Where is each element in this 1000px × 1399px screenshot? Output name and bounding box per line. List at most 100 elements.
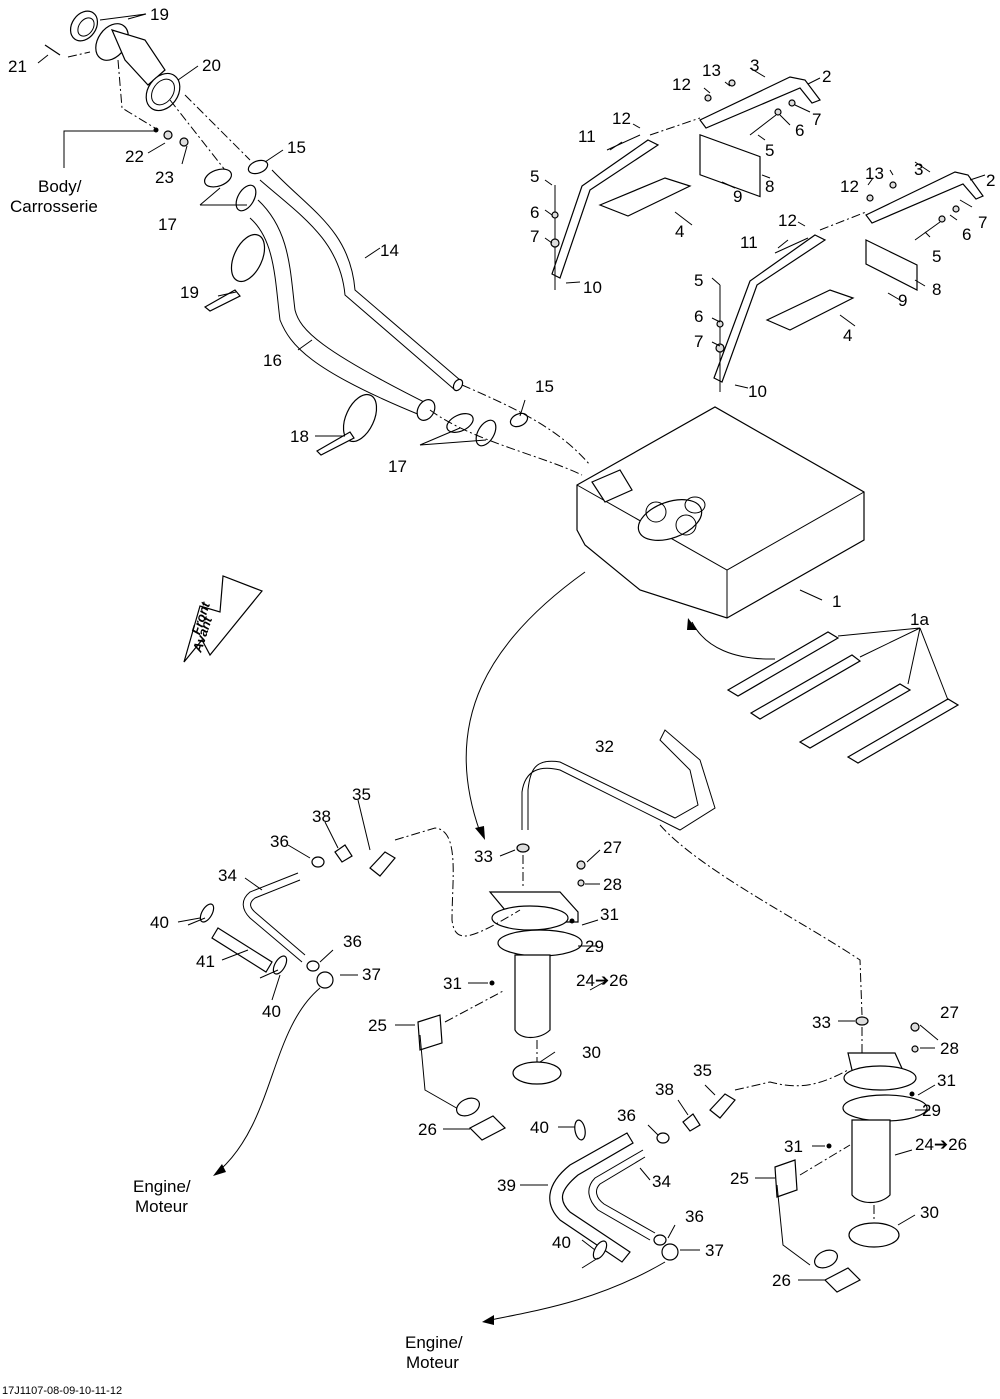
drawing-code: 17J1107-08-09-10-11-12 [2, 1385, 122, 1397]
part-sleeve-41[interactable] [211, 927, 273, 973]
leader-lines [37, 13, 986, 1281]
callout-17: 17 [158, 215, 177, 234]
body-note-line2: Carrosserie [10, 197, 98, 216]
callout-1a: 1a [910, 610, 929, 629]
part-screw-21[interactable] [44, 44, 61, 56]
callout-28: 28 [603, 875, 622, 894]
callout-9: 9 [733, 187, 742, 206]
part-pump-body-24[interactable] [514, 954, 551, 1039]
hose-group [203, 169, 591, 476]
part-strap-3b[interactable] [865, 171, 984, 224]
part-clamp-36c[interactable] [656, 1132, 670, 1144]
callout-7: 7 [812, 110, 821, 129]
part-clamp-17c[interactable] [444, 410, 476, 436]
part-connector-35[interactable] [369, 851, 396, 877]
part-clamp-15[interactable] [247, 158, 270, 176]
part-pump-body-24b[interactable] [851, 1119, 891, 1204]
part-hose-34[interactable] [242, 872, 306, 963]
part-plate-8b[interactable] [865, 239, 918, 291]
part-clamp-33[interactable] [516, 843, 530, 853]
callout-29: 29 [585, 937, 604, 956]
part-hose-16[interactable] [249, 199, 431, 416]
part-strap-3[interactable] [699, 76, 821, 129]
pump-assembly-b [774, 1016, 928, 1293]
part-plate-8[interactable] [699, 133, 761, 198]
part-cable-tie-40d[interactable] [581, 1239, 609, 1269]
part-lock-ring-30b[interactable] [848, 1222, 900, 1248]
part-pad-4[interactable] [598, 177, 692, 217]
part-gasket-29[interactable] [497, 929, 583, 957]
part-cable-tie-19[interactable] [203, 229, 271, 312]
callout-6-lower: 6 [962, 225, 971, 244]
tank-strap-lower [713, 171, 984, 392]
part-gasket-26b[interactable] [823, 1267, 862, 1293]
callout-6b-lower: 6 [694, 307, 703, 326]
part-clamp-36b[interactable] [306, 960, 320, 972]
callout-11-lower: 11 [740, 233, 758, 252]
callout-16: 16 [263, 351, 282, 370]
part-cable-tie-18[interactable] [316, 389, 383, 456]
front-direction-arrow: Front Avant [183, 575, 263, 663]
callout-8-lower: 8 [932, 280, 941, 299]
callout-31-right: 31 [937, 1071, 956, 1090]
part-clamp-36d[interactable] [653, 1234, 667, 1246]
part-hose-34b[interactable] [588, 1149, 656, 1241]
part-gasket-29b[interactable] [842, 1094, 928, 1122]
callout-38: 38 [312, 807, 331, 826]
part-gasket-26[interactable] [468, 1115, 507, 1141]
part-clamp-17b[interactable] [232, 182, 260, 214]
callout-24-26: 24➔26 [576, 971, 628, 990]
part-strap-10b[interactable] [713, 234, 827, 383]
callout-3: 3 [750, 56, 759, 75]
part-cap-37b[interactable] [661, 1243, 679, 1261]
part-clamp-17[interactable] [202, 166, 234, 191]
part-cable-tie-40[interactable] [187, 902, 216, 926]
part-sleeve-39[interactable] [549, 1132, 634, 1263]
part-vent-tube-32[interactable] [521, 729, 716, 831]
tank-pads-1a[interactable] [687, 618, 960, 764]
filler-neck-group [44, 10, 270, 214]
part-clamp-36[interactable] [311, 856, 325, 868]
callout-40: 40 [150, 913, 169, 932]
callout-13: 13 [702, 61, 721, 80]
callout-12: 12 [672, 75, 691, 94]
callout-31b: 31 [443, 974, 462, 993]
part-connector-35b[interactable] [709, 1093, 736, 1119]
hose-kit-a [187, 844, 396, 1176]
part-fuel-tank-1[interactable] [576, 406, 865, 619]
callout-15-lower: 15 [535, 377, 554, 396]
callout-37: 37 [362, 965, 381, 984]
part-retainer-38b[interactable] [682, 1113, 701, 1132]
part-strap-10[interactable] [551, 139, 660, 279]
part-clamp-15b[interactable] [508, 411, 529, 429]
part-float-b[interactable] [812, 1247, 841, 1272]
part-clamp-17d[interactable] [472, 417, 500, 449]
engine-note-left-line2: Moteur [135, 1197, 188, 1216]
callout-10-lower: 10 [748, 382, 767, 401]
part-sender-25b[interactable] [774, 1159, 798, 1198]
callout-25-right: 25 [730, 1169, 749, 1188]
part-pad-4b[interactable] [765, 289, 855, 331]
part-sender-25[interactable] [417, 1014, 443, 1051]
part-lock-ring-30[interactable] [512, 1061, 562, 1085]
part-float[interactable] [454, 1095, 483, 1120]
part-cable-tie-40c[interactable] [573, 1119, 586, 1141]
part-cap-37[interactable] [316, 971, 334, 989]
part-cable-tie-40b[interactable] [259, 954, 289, 979]
callout-6b: 6 [530, 203, 539, 222]
part-hose-14[interactable] [259, 169, 461, 391]
part-washer-22[interactable] [163, 130, 173, 140]
callout-27: 27 [603, 838, 622, 857]
part-nut-23[interactable] [179, 137, 189, 147]
callout-24-26-right: 24➔26 [915, 1135, 967, 1154]
callout-4: 4 [675, 222, 684, 241]
callout-33-right: 33 [812, 1013, 831, 1032]
callout-26-right: 26 [772, 1271, 791, 1290]
part-clamp-33b[interactable] [855, 1016, 869, 1026]
callout-34: 34 [218, 866, 237, 885]
callout-5-lower: 5 [932, 247, 941, 266]
part-retainer-38[interactable] [334, 844, 353, 863]
callout-5b-lower: 5 [694, 271, 703, 290]
callout-36: 36 [270, 832, 289, 851]
